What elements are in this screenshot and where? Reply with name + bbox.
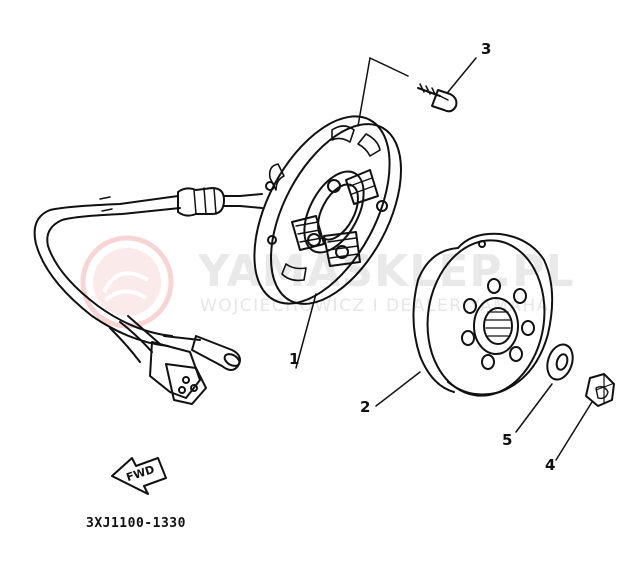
leader-lines	[295, 57, 593, 461]
wire-harness	[33, 187, 241, 405]
part-code: 3XJ1100-1330	[86, 516, 186, 531]
callout-3: 3	[481, 40, 492, 58]
stator-assembly	[239, 115, 402, 305]
watermark-title: YAMASKLEP.PL	[198, 246, 575, 297]
nut	[585, 373, 615, 407]
watermark-subtitle: WOJCIECHOWICZ I DEALER YAMAHA	[200, 296, 550, 316]
washer	[546, 343, 574, 381]
screw	[417, 83, 458, 113]
callout-2: 2	[360, 398, 371, 416]
flywheel-rotor	[412, 232, 554, 397]
fwd-arrow-icon	[111, 457, 167, 495]
callout-1: 1	[289, 350, 300, 368]
callout-5: 5	[502, 431, 513, 449]
callout-4: 4	[545, 456, 556, 474]
